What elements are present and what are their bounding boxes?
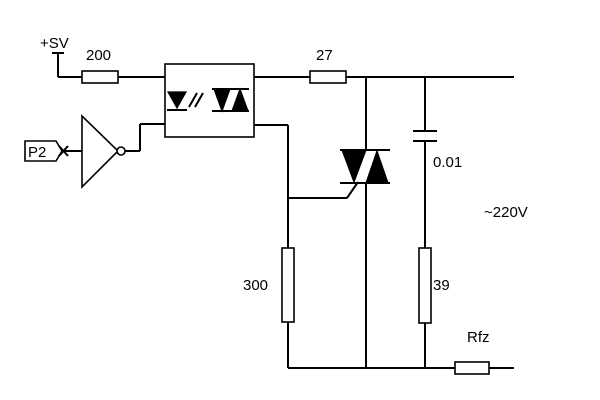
main-triac-icon xyxy=(340,149,390,184)
supply-label: +SV xyxy=(40,35,69,52)
inverter-gate xyxy=(81,114,126,189)
resistor-300-label: 300 xyxy=(243,277,268,294)
resistor-27-label: 27 xyxy=(316,47,333,64)
mains-voltage-label: ~220V xyxy=(484,204,528,221)
resistor-rfz xyxy=(454,361,490,375)
input-tag-label: P2 xyxy=(28,144,46,161)
resistor-rfz-label: Rfz xyxy=(467,329,490,346)
resistor-300 xyxy=(281,247,295,323)
resistor-200-label: 200 xyxy=(86,47,111,64)
capacitor-label: 0.01 xyxy=(433,154,462,171)
input-connector-p2: P2 xyxy=(24,140,69,162)
resistor-39 xyxy=(418,247,432,324)
resistor-200 xyxy=(81,70,119,84)
optocoupler-triac-icon xyxy=(212,87,249,113)
light-emission-arrows-icon xyxy=(188,92,204,108)
resistor-27 xyxy=(309,70,347,84)
capacitor xyxy=(413,130,437,142)
optocoupler-led-icon xyxy=(166,91,188,111)
resistor-39-label: 39 xyxy=(433,277,450,294)
